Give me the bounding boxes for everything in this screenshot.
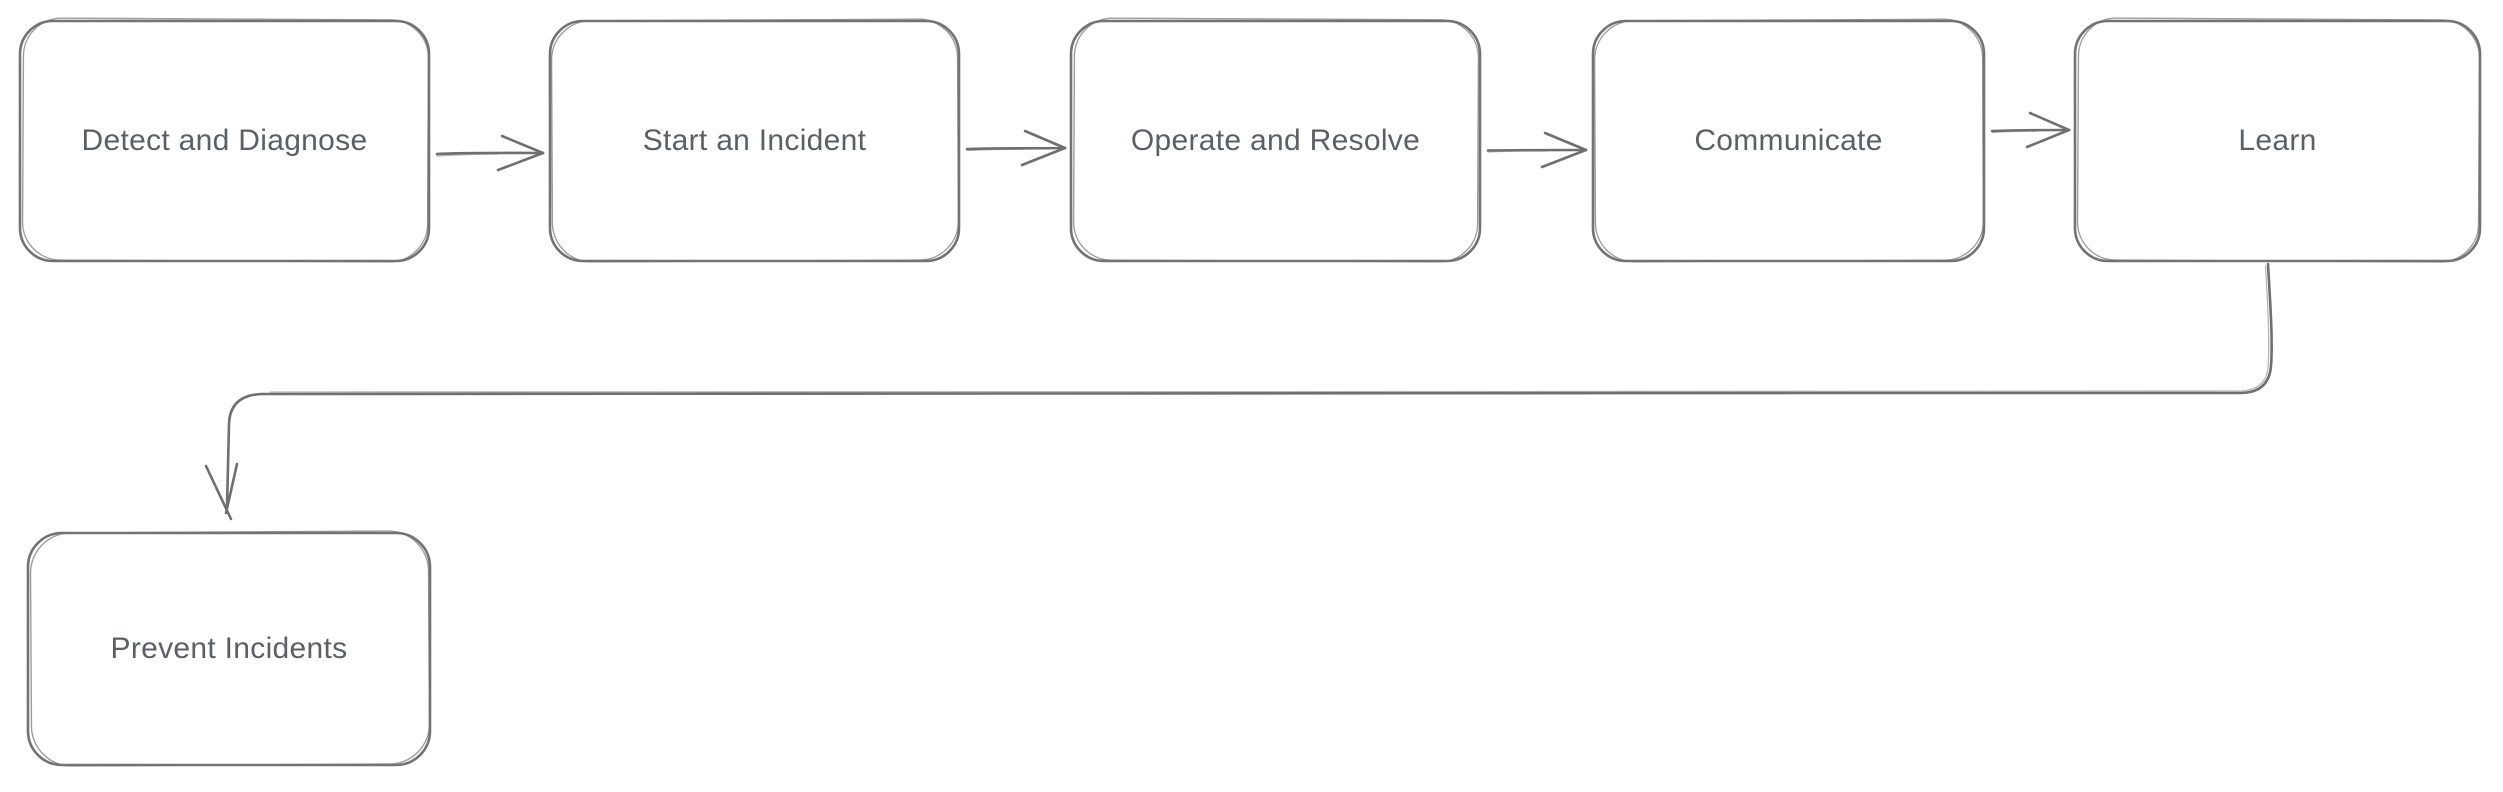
rounded-rect-shape [2073, 17, 2482, 263]
node-label: Detect and Diagnose [81, 124, 368, 157]
node-label: Communicate [1694, 124, 1883, 157]
edge-detect-to-start[interactable] [434, 127, 546, 179]
rounded-rect-shape [1591, 18, 1986, 263]
node-start-an-incident[interactable]: Start an Incident [547, 18, 962, 264]
node-communicate[interactable]: Communicate [1590, 18, 1987, 264]
edge-start-to-operate[interactable] [964, 122, 1068, 174]
edge-communicate-to-learn[interactable] [1990, 104, 2072, 156]
node-operate-and-resolve[interactable]: Operate and Resolve [1068, 17, 1483, 264]
node-label: Operate and Resolve [1130, 124, 1421, 157]
edge-operate-to-communicate[interactable] [1485, 124, 1589, 176]
rounded-rect-shape [1069, 17, 1482, 263]
node-prevent-incidents[interactable]: Prevent Incidents [25, 530, 433, 768]
node-learn[interactable]: Learn [2072, 17, 2483, 264]
rounded-rect-shape [26, 530, 432, 767]
node-label: Learn [2238, 124, 2317, 157]
node-label: Prevent Incidents [110, 632, 348, 665]
rounded-rect-shape [548, 18, 961, 263]
rounded-rect-shape [18, 17, 431, 263]
node-detect-and-diagnose[interactable]: Detect and Diagnose [17, 17, 432, 264]
node-label: Start an Incident [642, 124, 867, 157]
